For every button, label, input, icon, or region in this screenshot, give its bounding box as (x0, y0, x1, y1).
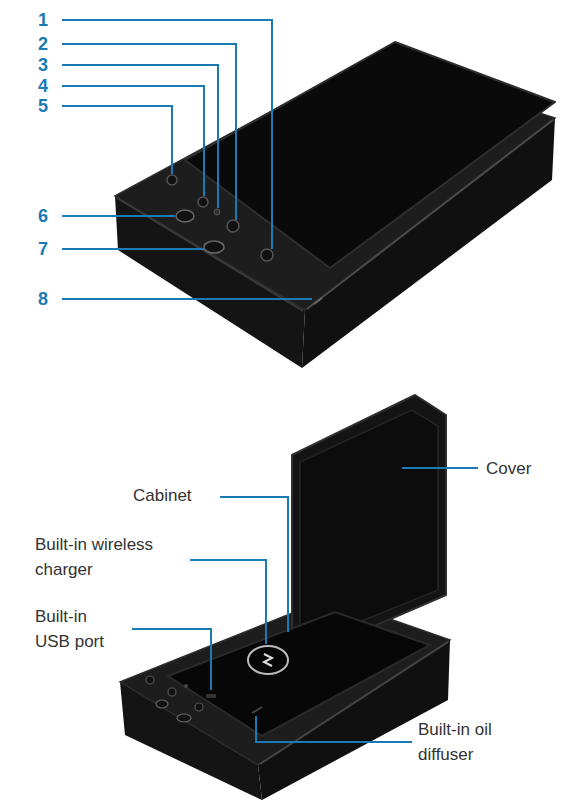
leader-line (220, 497, 288, 632)
callout-number: 1 (33, 9, 53, 31)
button (177, 714, 191, 722)
indicator (214, 209, 220, 215)
leader-line (62, 248, 204, 250)
callout-number: 4 (33, 75, 53, 97)
callout-number: 8 (33, 288, 53, 310)
button (156, 700, 168, 708)
leader-line (132, 629, 211, 690)
indicator (184, 684, 188, 688)
callout-number: 5 (33, 95, 53, 117)
leader-line (62, 298, 312, 300)
lid-plate (185, 42, 555, 268)
usb-port (206, 694, 216, 698)
button (198, 197, 208, 207)
leader-line (62, 44, 236, 220)
leader-line (62, 86, 204, 196)
box-top (120, 598, 450, 765)
leader-line (256, 716, 412, 742)
button (195, 703, 203, 711)
button (176, 210, 194, 222)
leader-line (62, 20, 272, 249)
part-label: Cover (486, 456, 566, 481)
part-label: Cabinet (133, 483, 217, 508)
button (227, 220, 239, 232)
button (261, 249, 273, 261)
leader-line (62, 215, 175, 217)
indicator (314, 298, 322, 304)
leader-line (62, 106, 172, 174)
charger-icon (264, 654, 272, 666)
callout-number: 7 (33, 238, 53, 260)
leader-line (190, 560, 266, 644)
diffuser-slot (252, 707, 262, 713)
part-label: Built-in wireless charger (35, 532, 185, 582)
button (168, 688, 176, 696)
wireless-charger (248, 646, 288, 674)
callout-number: 3 (33, 54, 53, 76)
callout-number: 2 (33, 33, 53, 55)
button (167, 175, 177, 185)
part-label: Built-in USB port (35, 604, 123, 654)
cover (292, 395, 446, 645)
button (146, 676, 154, 684)
closed-box (115, 42, 555, 368)
leader-lines (62, 20, 312, 299)
cover-inner (300, 410, 438, 634)
cabinet-recess (168, 612, 430, 736)
leader-line (402, 467, 478, 469)
callout-number: 6 (33, 205, 53, 227)
button (204, 241, 224, 253)
part-label: Built-in oil diffuser (418, 717, 528, 767)
leader-lines (132, 468, 478, 742)
leader-line (62, 65, 218, 208)
open-box (120, 395, 450, 800)
